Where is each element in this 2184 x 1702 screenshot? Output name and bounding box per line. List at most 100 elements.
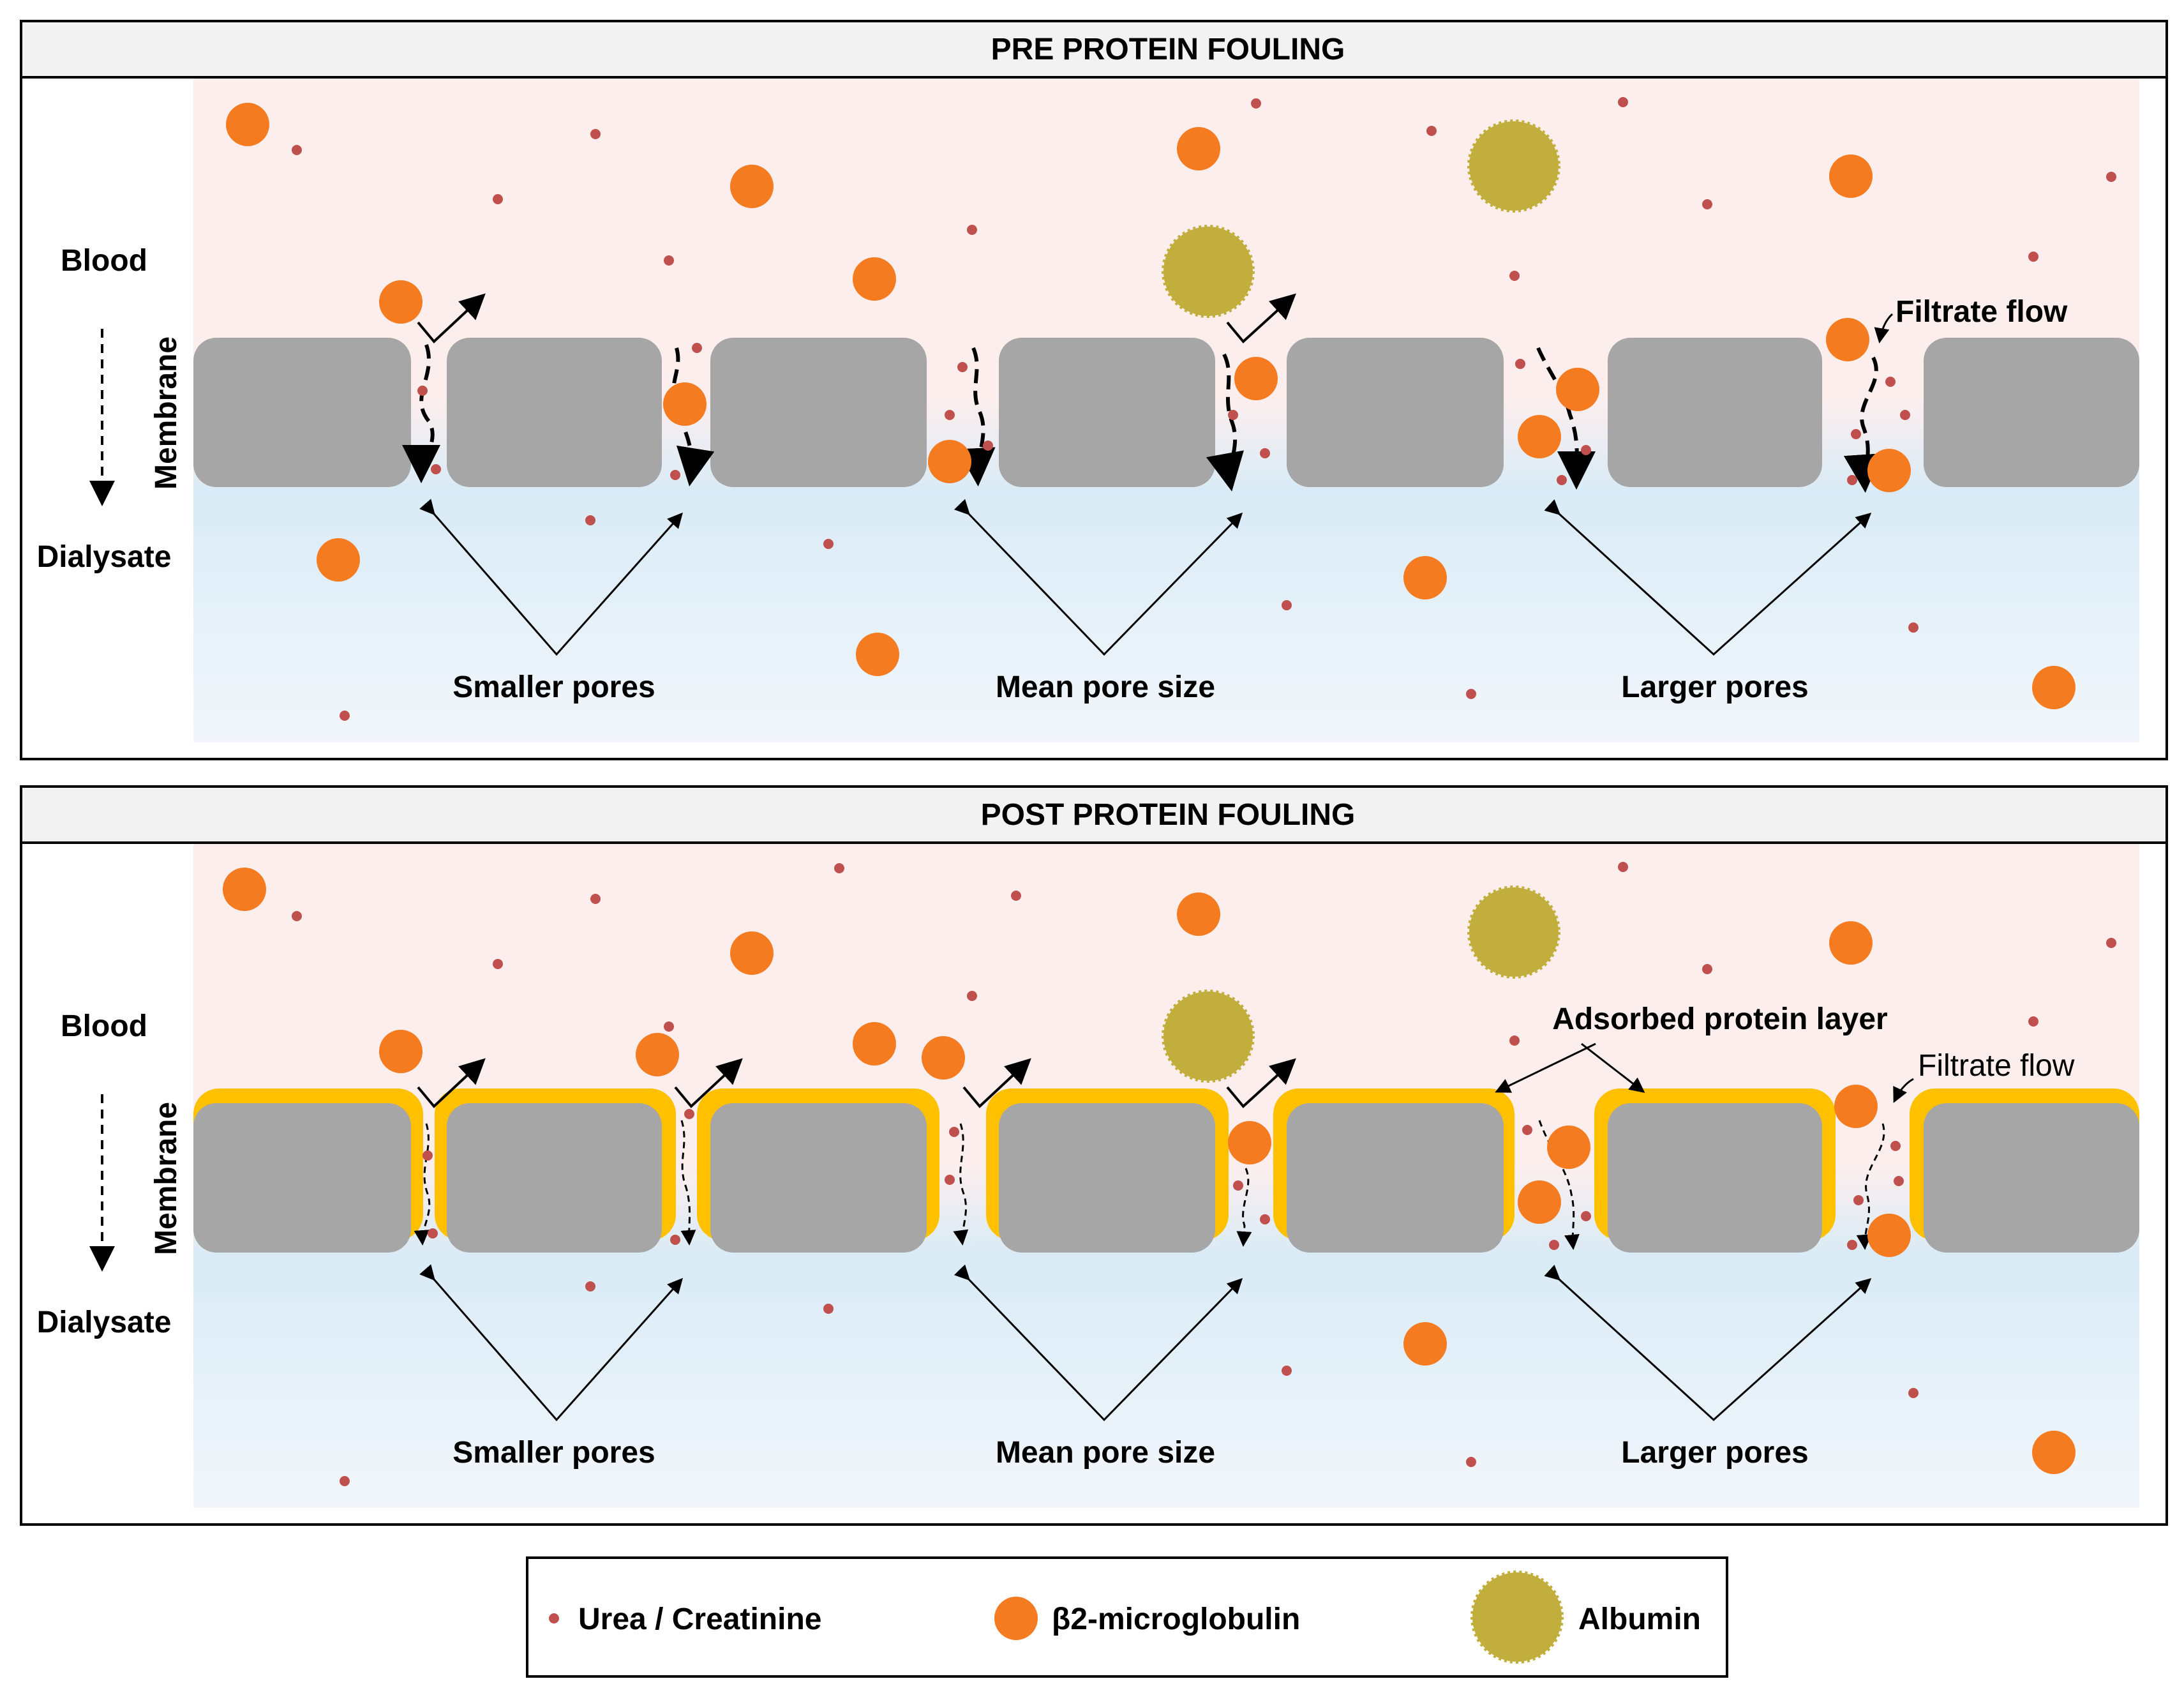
urea-dot-icon bbox=[2106, 172, 2116, 182]
albumin-group bbox=[1162, 885, 1560, 1083]
pore-label-smaller: Smaller pores bbox=[453, 670, 655, 704]
urea-dot-icon bbox=[1260, 1214, 1270, 1224]
pore-label-mean: Mean pore size bbox=[996, 670, 1215, 704]
b2m-sphere-icon bbox=[856, 633, 899, 676]
urea-dot-icon bbox=[1260, 448, 1270, 458]
b2m-group bbox=[223, 868, 2076, 1474]
urea-dot-icon bbox=[1908, 622, 1918, 633]
b2m-sphere-icon bbox=[2032, 666, 2076, 709]
pore-label-larger: Larger pores bbox=[1621, 670, 1808, 704]
panel-post-fouling: POST PROTEIN FOULING Blood Dialysate Mem… bbox=[20, 785, 2168, 1526]
albumin-sphere-icon bbox=[1162, 225, 1255, 318]
urea-dot-icon bbox=[1011, 891, 1021, 901]
b2m-group bbox=[226, 103, 2076, 709]
urea-dot-icon bbox=[1900, 410, 1910, 420]
urea-dot-icon bbox=[585, 515, 595, 525]
urea-dot-icon bbox=[1851, 429, 1861, 439]
urea-dot-icon bbox=[1581, 445, 1591, 455]
urea-dot-icon bbox=[428, 1228, 438, 1239]
membrane bbox=[193, 1103, 2139, 1253]
urea-dot-icon bbox=[1466, 1457, 1476, 1467]
urea-dot-icon bbox=[1466, 689, 1476, 699]
legend: Urea / Creatinine β2-microglobulin Album… bbox=[526, 1556, 1728, 1678]
panel-header bbox=[20, 20, 2168, 79]
urea-dot-icon bbox=[1885, 377, 1896, 387]
urea-dot-icon bbox=[340, 711, 350, 721]
urea-dot-icon bbox=[292, 911, 302, 921]
urea-dot-icon bbox=[1282, 600, 1292, 610]
b2m-sphere-icon bbox=[1867, 1214, 1911, 1257]
b2m-sphere-icon bbox=[1177, 892, 1220, 936]
rejection-arrow-icon bbox=[1226, 1058, 1296, 1108]
urea-dot-icon bbox=[1702, 199, 1712, 209]
urea-dot-icon bbox=[493, 194, 503, 204]
urea-dot-icon bbox=[493, 959, 503, 969]
b2m-sphere-icon bbox=[1518, 1180, 1561, 1224]
pore-label-smaller: Smaller pores bbox=[453, 1436, 655, 1470]
membrane-block bbox=[710, 338, 927, 487]
legend-albumin-label: Albumin bbox=[1578, 1602, 1701, 1636]
urea-dot-icon bbox=[423, 1150, 433, 1161]
rejection-arrow-icon bbox=[674, 1058, 743, 1108]
panel-title: PRE PROTEIN FOULING bbox=[991, 33, 1345, 66]
urea-dot-icon bbox=[1515, 359, 1525, 369]
urea-dot-icon bbox=[1509, 1036, 1520, 1046]
blood-label: Blood bbox=[61, 1009, 147, 1043]
flow-arrow-icon bbox=[414, 1123, 431, 1246]
dialysate-label: Dialysate bbox=[37, 540, 172, 574]
urea-dot-icon bbox=[1228, 410, 1238, 420]
flow-arrow-icon bbox=[1536, 347, 1596, 490]
membrane-block bbox=[447, 338, 662, 487]
urea-dot-icon bbox=[1847, 475, 1857, 485]
b2m-sphere-icon bbox=[636, 1033, 679, 1076]
callout-larger-pores bbox=[1544, 499, 1872, 656]
rejection-arrow-icon bbox=[417, 293, 486, 343]
urea-dot-icon bbox=[834, 863, 844, 873]
b2m-sphere-icon bbox=[1826, 318, 1869, 361]
urea-group bbox=[292, 97, 2116, 721]
flow-arrow-icon bbox=[1206, 353, 1244, 492]
panel-pre-fouling: PRE PROTEIN FOULING Blood Dialysate Memb… bbox=[20, 20, 2168, 760]
urea-group bbox=[292, 862, 2116, 1486]
filtrate-pointer-icon bbox=[1893, 1078, 1914, 1103]
urea-dot-icon bbox=[664, 1021, 674, 1032]
b2m-sphere-icon bbox=[2032, 1431, 2076, 1474]
panel-header bbox=[20, 785, 2168, 844]
b2m-sphere-icon bbox=[1177, 127, 1220, 170]
urea-dot-icon bbox=[2028, 1016, 2038, 1027]
urea-dot-icon bbox=[585, 1281, 595, 1292]
flow-arrow-icon bbox=[1843, 356, 1882, 493]
b2m-sphere-icon bbox=[1403, 1322, 1447, 1366]
urea-dot-icon bbox=[1908, 1388, 1918, 1398]
pore-flow-paths bbox=[402, 344, 1882, 493]
b2m-sphere-icon bbox=[1829, 921, 1873, 965]
dialysate-label: Dialysate bbox=[37, 1306, 172, 1339]
flow-arrow-icon bbox=[680, 1120, 696, 1246]
urea-dot-icon bbox=[670, 470, 680, 480]
b2m-sphere-icon bbox=[1556, 368, 1599, 411]
urea-dot-icon bbox=[549, 1613, 559, 1623]
membrane-block bbox=[1608, 1103, 1822, 1253]
urea-dot-icon bbox=[2028, 252, 2038, 262]
urea-dot-icon bbox=[1509, 271, 1520, 281]
b2m-sphere-icon bbox=[853, 257, 896, 301]
albumin-sphere-icon bbox=[1467, 119, 1560, 213]
pore-label-larger: Larger pores bbox=[1621, 1436, 1808, 1470]
callout-smaller-pores bbox=[419, 1264, 683, 1422]
b2m-sphere-icon bbox=[226, 103, 269, 146]
urea-dot-icon bbox=[431, 464, 441, 474]
flow-arrow-icon bbox=[1236, 1168, 1252, 1247]
b2m-sphere-icon bbox=[379, 1030, 423, 1073]
rejection-arrows bbox=[417, 1058, 1296, 1108]
membrane-block bbox=[999, 338, 1215, 487]
rejection-arrow-icon bbox=[962, 1058, 1031, 1108]
b2m-sphere-icon bbox=[1518, 415, 1561, 458]
pointer-icon bbox=[1495, 1043, 1596, 1093]
membrane-label: Membrane bbox=[149, 1102, 183, 1255]
urea-dot-icon bbox=[957, 362, 968, 372]
flow-arrow-icon bbox=[1856, 1123, 1885, 1250]
albumin-sphere-icon bbox=[1162, 990, 1255, 1083]
membrane-block bbox=[1924, 338, 2139, 487]
urea-dot-icon bbox=[670, 1235, 680, 1245]
